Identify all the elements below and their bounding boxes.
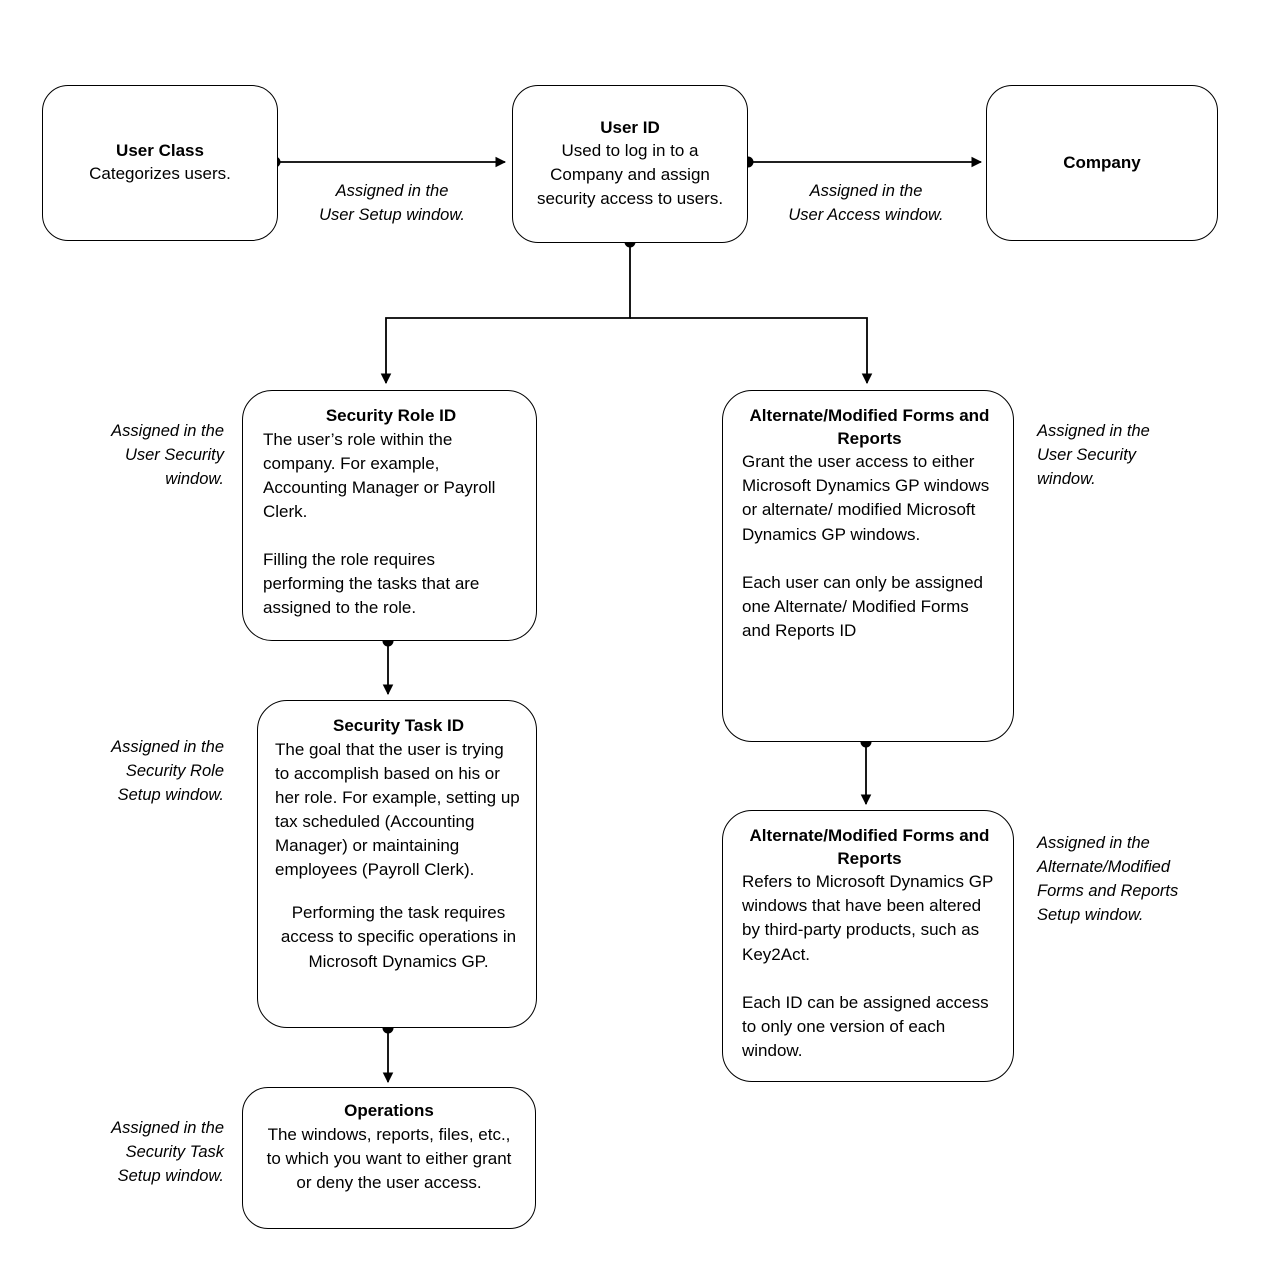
node-user-id[interactable]: User ID Used to log in to a Company and … [512, 85, 748, 243]
node-operations-title: Operations [344, 1101, 434, 1120]
edge-userid-to-company [742, 156, 983, 168]
edge-userclass-to-userid [269, 156, 507, 168]
node-security-task-id[interactable]: Security Task ID The goal that the user … [257, 700, 537, 1028]
node-operations[interactable]: Operations The windows, reports, files, … [242, 1087, 536, 1229]
edge-userid-branch [380, 236, 873, 385]
node-alternate-modified-forms-reports-top[interactable]: Alternate/Modified Forms and Reports Gra… [722, 390, 1014, 742]
node-operations-body: The windows, reports, files, etc., to wh… [266, 1124, 512, 1192]
node-company[interactable]: Company [986, 85, 1218, 241]
node-user-id-title: User ID [600, 117, 660, 137]
node-alternate-modified-forms-reports-bottom-title: Alternate/Modified Forms and Reports [749, 826, 990, 868]
edge-label-user-setup: Assigned in the User Setup window. [319, 182, 465, 224]
node-user-id-body: Used to log in to a Company and assign s… [536, 141, 724, 209]
edge-label-security-role-setup: Assigned in the Security Role Setup wind… [111, 738, 224, 804]
node-security-task-id-body: The goal that the user is trying to acco… [275, 739, 520, 880]
edge-label-user-access: Assigned in the User Access window. [788, 182, 944, 224]
node-security-role-id-body: The user’s role within the company. For … [263, 429, 496, 618]
edge-label-security-task-setup: Assigned in the Security Task Setup wind… [111, 1119, 224, 1185]
node-security-task-id-note: Performing the task requires access to s… [280, 903, 517, 971]
edge-label-user-security-left: Assigned in the User Security window. [111, 422, 224, 488]
node-alternate-modified-forms-reports-top-body: Grant the user access to either Microsof… [742, 452, 990, 641]
edge-altforms-to-altforms [860, 736, 872, 806]
edge-role-to-task [382, 635, 394, 696]
node-alternate-modified-forms-reports-top-title: Alternate/Modified Forms and Reports [749, 406, 990, 448]
node-user-class-title: User Class [116, 140, 204, 160]
node-alternate-modified-forms-reports-bottom[interactable]: Alternate/Modified Forms and Reports Ref… [722, 810, 1014, 1082]
edge-label-user-security-right: Assigned in the User Security window. [1037, 422, 1150, 488]
node-security-task-id-title: Security Task ID [332, 716, 465, 735]
edge-task-to-operations [382, 1022, 394, 1084]
node-alternate-modified-forms-reports-bottom-body: Refers to Microsoft Dynamics GP windows … [742, 872, 993, 1061]
node-security-role-id[interactable]: Security Role ID The user’s role within … [242, 390, 537, 641]
node-company-title: Company [1063, 152, 1141, 172]
node-user-class[interactable]: User Class Categorizes users. [42, 85, 278, 241]
node-user-class-body: Categorizes users. [89, 164, 231, 184]
node-security-role-id-title: Security Role ID [325, 406, 457, 425]
edge-label-alternate-forms-setup: Assigned in the Alternate/Modified Forms… [1037, 834, 1179, 924]
